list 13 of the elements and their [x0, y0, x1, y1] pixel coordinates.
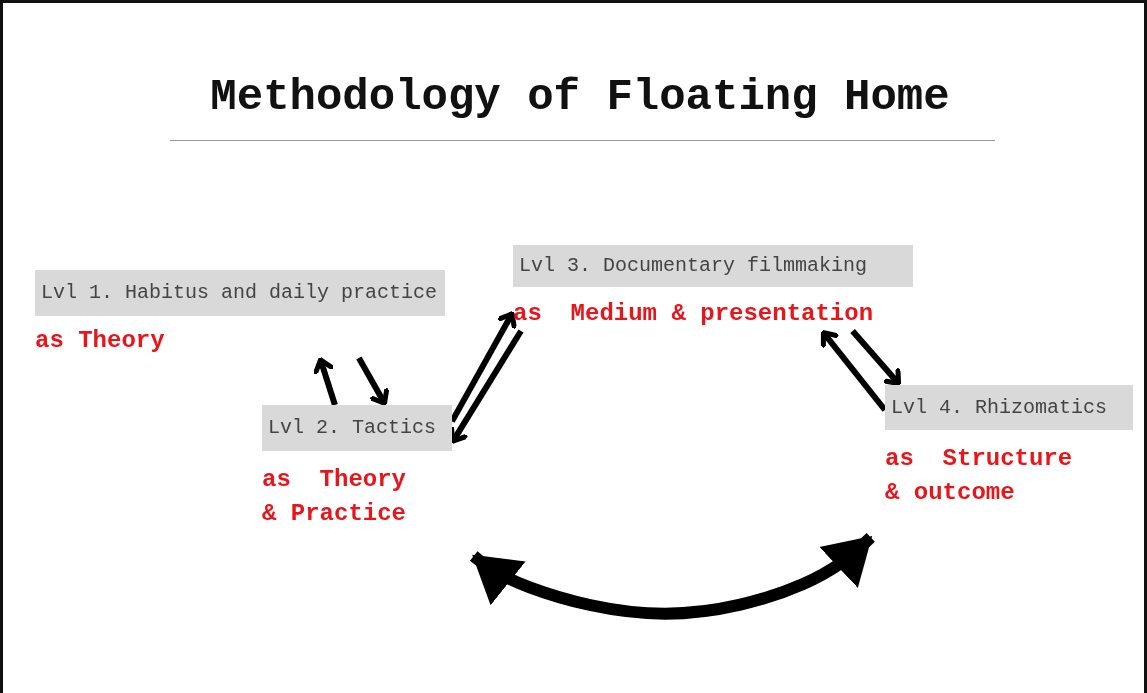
title: Methodology of Floating Home: [209, 72, 951, 122]
arrow: [850, 329, 902, 386]
arrow: [470, 533, 875, 620]
role-text: as Theory: [35, 326, 166, 356]
level-label: Lvl 2. Tactics: [262, 405, 452, 451]
level-label: Lvl 4. Rhizomatics: [885, 385, 1133, 430]
arrow: [313, 357, 338, 406]
arrow: [356, 356, 390, 406]
role-text: as Structure & outcome: [885, 444, 1074, 508]
level-label: Lvl 1. Habitus and daily practice: [35, 270, 445, 316]
level-label: Lvl 3. Documentary filmmaking: [513, 245, 913, 287]
role-text: as Medium & presentation: [513, 299, 875, 329]
role-text: as Theory & Practice: [262, 465, 408, 529]
